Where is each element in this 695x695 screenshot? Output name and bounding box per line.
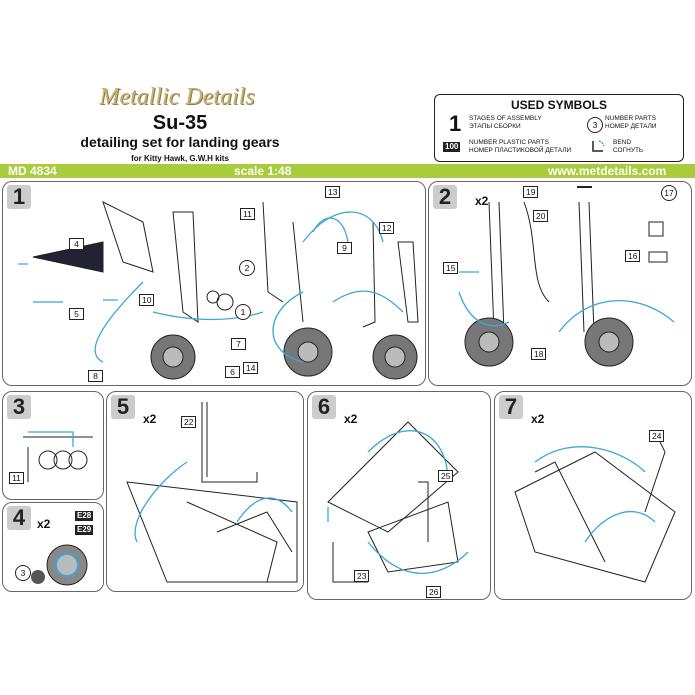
part-16-callout: 16 (625, 250, 641, 262)
step-3-number: 3 (7, 395, 31, 419)
stages-en: STAGES OF ASSEMBLY (469, 115, 542, 122)
part-12-callout: 12 (379, 222, 395, 234)
product-subtitle: detailing set for landing gears (80, 134, 280, 150)
step-2-multiplier: x2 (475, 194, 489, 208)
step-7-multiplier: x2 (531, 412, 545, 426)
plastic-en: NUMBER PLASTIC PARTS (469, 139, 549, 146)
kit-compatibility: for Kitty Hawk, G.W.H kits (131, 154, 229, 163)
stages-ru: ЭТАПЫ СБОРКИ (469, 122, 521, 130)
part-3-callout: 3 (15, 565, 31, 581)
plastic-part-e28: E28 (75, 511, 94, 521)
bend-en: BEND (613, 139, 632, 146)
step-3-diagram (23, 431, 93, 482)
part-4-callout: 4 (69, 238, 84, 250)
website-url: www.metdetails.com (548, 164, 667, 178)
step-6-number: 6 (312, 395, 336, 419)
step-1-panel: 1 4 (2, 181, 426, 386)
part-5-callout: 5 (69, 308, 84, 320)
parts-ru: НОМЕР ДЕТАЛИ (605, 122, 657, 130)
step-2-diagram (458, 201, 675, 367)
legend-title: USED SYMBOLS (510, 98, 607, 112)
step-6-multiplier: x2 (344, 412, 358, 426)
step-5-multiplier: x2 (143, 412, 157, 426)
plastic-part-symbol: 100 (443, 142, 461, 152)
info-bar: MD 4834 scale 1:48 www.metdetails.com (0, 164, 695, 178)
part-14-callout: 14 (243, 362, 259, 374)
step-3-panel: 3 11 (2, 391, 104, 500)
plastic-part-e29: E29 (75, 525, 94, 535)
step-5-panel: 5 x2 22 (106, 391, 304, 592)
step-2-panel: 2 x2 19 20 15 16 17 18 (428, 181, 692, 386)
step-5-diagram (126, 402, 298, 583)
stages-label: STAGES OF ASSEMBLY ЭТАПЫ СБОРКИ (469, 115, 542, 130)
part-11-callout: 11 (240, 208, 255, 220)
step-7-diagram (514, 431, 676, 583)
part-2-callout: 2 (239, 260, 255, 276)
stage-symbol: 1 (449, 111, 462, 136)
part-17-callout: 17 (661, 185, 677, 201)
part-7-callout: 7 (231, 338, 246, 350)
bend-label: BEND СОГНУТЬ (613, 139, 643, 154)
bend-icon (592, 140, 605, 152)
step-1-diagram (18, 201, 419, 380)
part-1-callout: 1 (235, 304, 251, 320)
part-11-callout-step3: 11 (9, 472, 24, 484)
product-title: Su-35 (152, 112, 208, 134)
part-26-callout: 26 (426, 586, 442, 598)
step-6-panel: 6 x2 25 23 26 (307, 391, 491, 600)
part-22-callout: 22 (181, 416, 197, 428)
step-1-number: 1 (7, 185, 31, 209)
brand-logo: Metallic Details (99, 84, 255, 110)
part-25-callout: 25 (438, 470, 454, 482)
part-20-callout: 20 (533, 210, 549, 222)
part-18-callout: 18 (531, 348, 547, 360)
plastic-ru: НОМЕР ПЛАСТИКОВОЙ ДЕТАЛИ (469, 146, 572, 154)
number-part-symbol: 3 (587, 117, 603, 133)
part-6-callout: 6 (225, 366, 240, 378)
used-symbols-legend: USED SYMBOLS 1 STAGES OF ASSEMBLY ЭТАПЫ … (434, 94, 684, 162)
part-15-callout: 15 (443, 262, 459, 274)
parts-label: NUMBER PARTS НОМЕР ДЕТАЛИ (605, 115, 657, 130)
part-10-callout: 10 (139, 294, 155, 306)
step-5-number: 5 (111, 395, 135, 419)
part-24-callout: 24 (649, 430, 665, 442)
step-4-number: 4 (7, 506, 31, 530)
scale-label: scale 1:48 (234, 164, 292, 178)
part-23-callout: 23 (354, 570, 370, 582)
plastic-label: NUMBER PLASTIC PARTS НОМЕР ПЛАСТИКОВОЙ Д… (469, 139, 571, 154)
part-19-callout: 19 (523, 186, 539, 198)
part-9-callout: 9 (337, 242, 352, 254)
product-code: MD 4834 (8, 164, 57, 178)
step-4-diagram (31, 544, 88, 586)
step-6-diagram (327, 421, 469, 583)
step-2-number: 2 (433, 185, 457, 209)
bend-ru: СОГНУТЬ (613, 146, 644, 154)
step-7-panel: 7 x2 24 (494, 391, 692, 600)
step-7-number: 7 (499, 395, 523, 419)
step-4-panel: 4 x2 E28 E29 3 (2, 502, 104, 592)
part-8-callout: 8 (88, 370, 103, 382)
part-13-callout: 13 (325, 186, 341, 198)
part-21-callout-area (577, 186, 592, 188)
parts-en: NUMBER PARTS (605, 115, 657, 122)
step-4-multiplier: x2 (37, 517, 51, 531)
